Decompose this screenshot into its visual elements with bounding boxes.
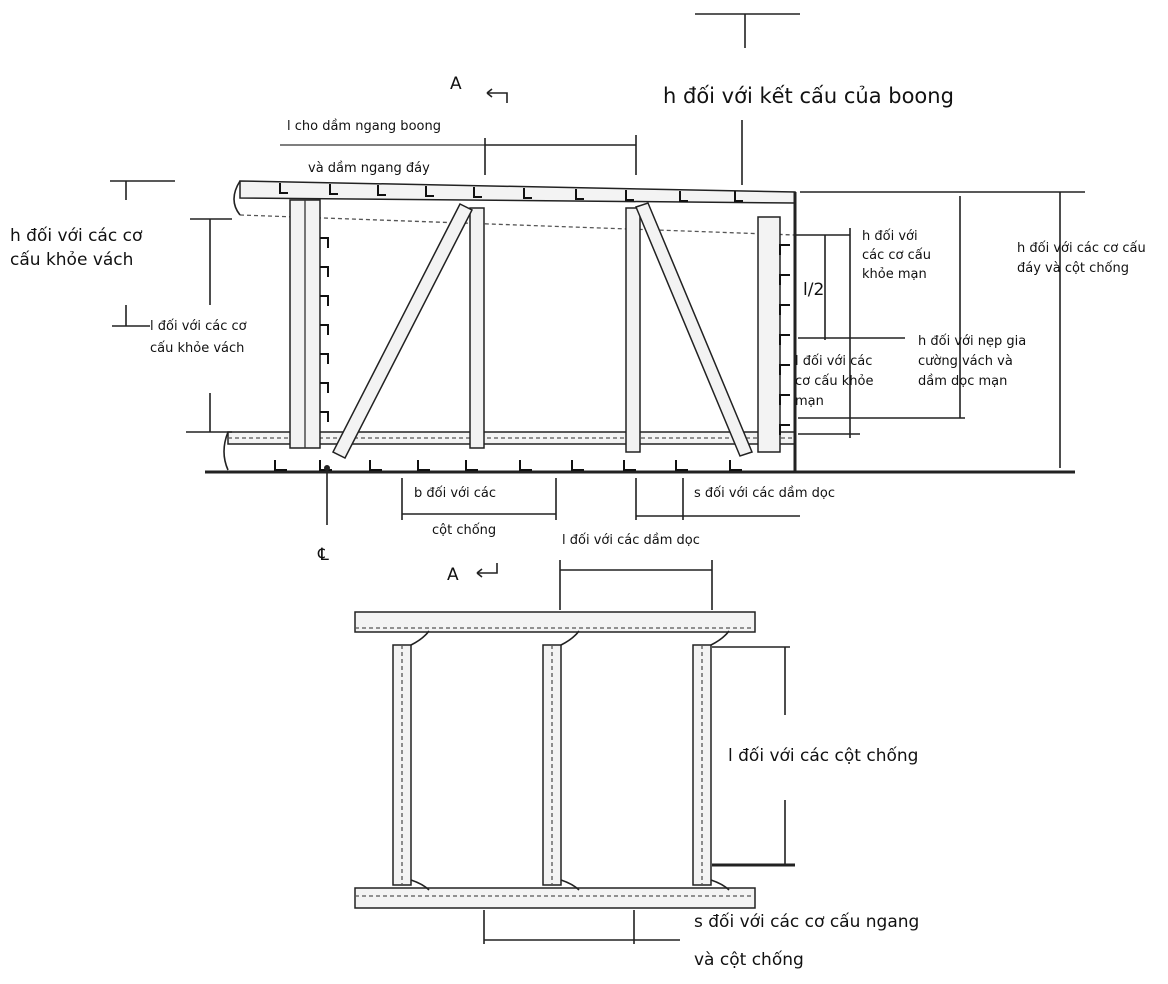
bottom-longitudinals bbox=[274, 460, 742, 471]
deck-h-marker bbox=[695, 13, 800, 185]
label-h-web-2: các cơ cấu bbox=[862, 248, 931, 263]
label-h-stiffener-3: dầm dọc mạn bbox=[918, 374, 1007, 389]
label-l-pillars: l đối với các cột chống bbox=[728, 745, 918, 766]
section-a-a bbox=[354, 560, 795, 944]
bottom-break-left bbox=[223, 431, 229, 471]
label-s-longitudinals: s đối với các dầm dọc bbox=[694, 486, 835, 501]
deck-dashed-line bbox=[239, 214, 796, 236]
a-a-dimensions bbox=[483, 560, 795, 944]
label-l-deck-beam-1: l cho dầm ngang boong bbox=[287, 119, 441, 134]
label-l-web-1: l đối với các bbox=[795, 354, 872, 369]
label-s-transverse-2: và cột chống bbox=[694, 949, 804, 970]
label-b-pillars-1: b đối với các bbox=[414, 486, 496, 501]
label-h-bottom-2: đáy và cột chống bbox=[1017, 261, 1129, 276]
label-section-top: A bbox=[450, 74, 462, 94]
label-b-pillars-2: cột chống bbox=[432, 523, 496, 538]
label-h-bulkhead-2: cấu khỏe vách bbox=[10, 249, 133, 270]
label-h-web-3: khỏe mạn bbox=[862, 267, 927, 282]
bottom-dimensions bbox=[401, 478, 800, 520]
upper-flange-plate bbox=[354, 611, 756, 633]
label-h-deck: h đối với kết cấu của boong bbox=[663, 84, 954, 108]
pillar-right bbox=[625, 207, 641, 453]
label-l-deck-beam-2: và dầm ngang đáy bbox=[308, 161, 430, 176]
label-l-bulkhead-2: cấu khỏe vách bbox=[150, 341, 244, 356]
label-l-half: l/2 bbox=[803, 280, 824, 300]
section-arrows bbox=[476, 88, 508, 578]
label-l-longitudinals: l đối với các dầm dọc bbox=[562, 533, 700, 548]
label-s-transverse-1: s đối với các cơ cấu ngang bbox=[694, 911, 919, 932]
left-bulkhead-stiffeners bbox=[320, 237, 329, 422]
label-h-stiffener-2: cường vách và bbox=[918, 354, 1013, 369]
label-l-bulkhead-1: l đối với các cơ bbox=[150, 319, 247, 334]
label-h-stiffener-1: h đối với nẹp gia bbox=[918, 334, 1026, 349]
label-h-bottom-1: h đối với các cơ cấu bbox=[1017, 241, 1146, 256]
bulkhead-dimensions bbox=[110, 180, 232, 433]
deck-beam-dimension bbox=[280, 135, 637, 175]
label-l-web-3: mạn bbox=[795, 394, 824, 409]
pillars-a-a bbox=[392, 630, 730, 891]
side-dimensions bbox=[795, 191, 1085, 468]
diagonal-strut-right bbox=[634, 202, 754, 457]
label-l-web-2: cơ cấu khỏe bbox=[795, 374, 873, 389]
deck-plate bbox=[239, 180, 796, 204]
label-centerline: ℄ bbox=[317, 545, 329, 565]
label-h-web-1: h đối với bbox=[862, 229, 918, 244]
transverse-section bbox=[110, 13, 1085, 578]
deck-break-left bbox=[233, 180, 241, 216]
lower-flange-plate bbox=[354, 887, 756, 909]
label-h-bulkhead-1: h đối với các cơ bbox=[10, 225, 143, 246]
diagonal-strut-left bbox=[331, 202, 474, 460]
deck-longitudinals bbox=[279, 183, 743, 202]
side-longitudinals bbox=[779, 244, 790, 435]
right-side-web bbox=[757, 216, 781, 453]
pillar-left bbox=[469, 207, 485, 449]
label-section-bottom: A bbox=[447, 565, 459, 585]
